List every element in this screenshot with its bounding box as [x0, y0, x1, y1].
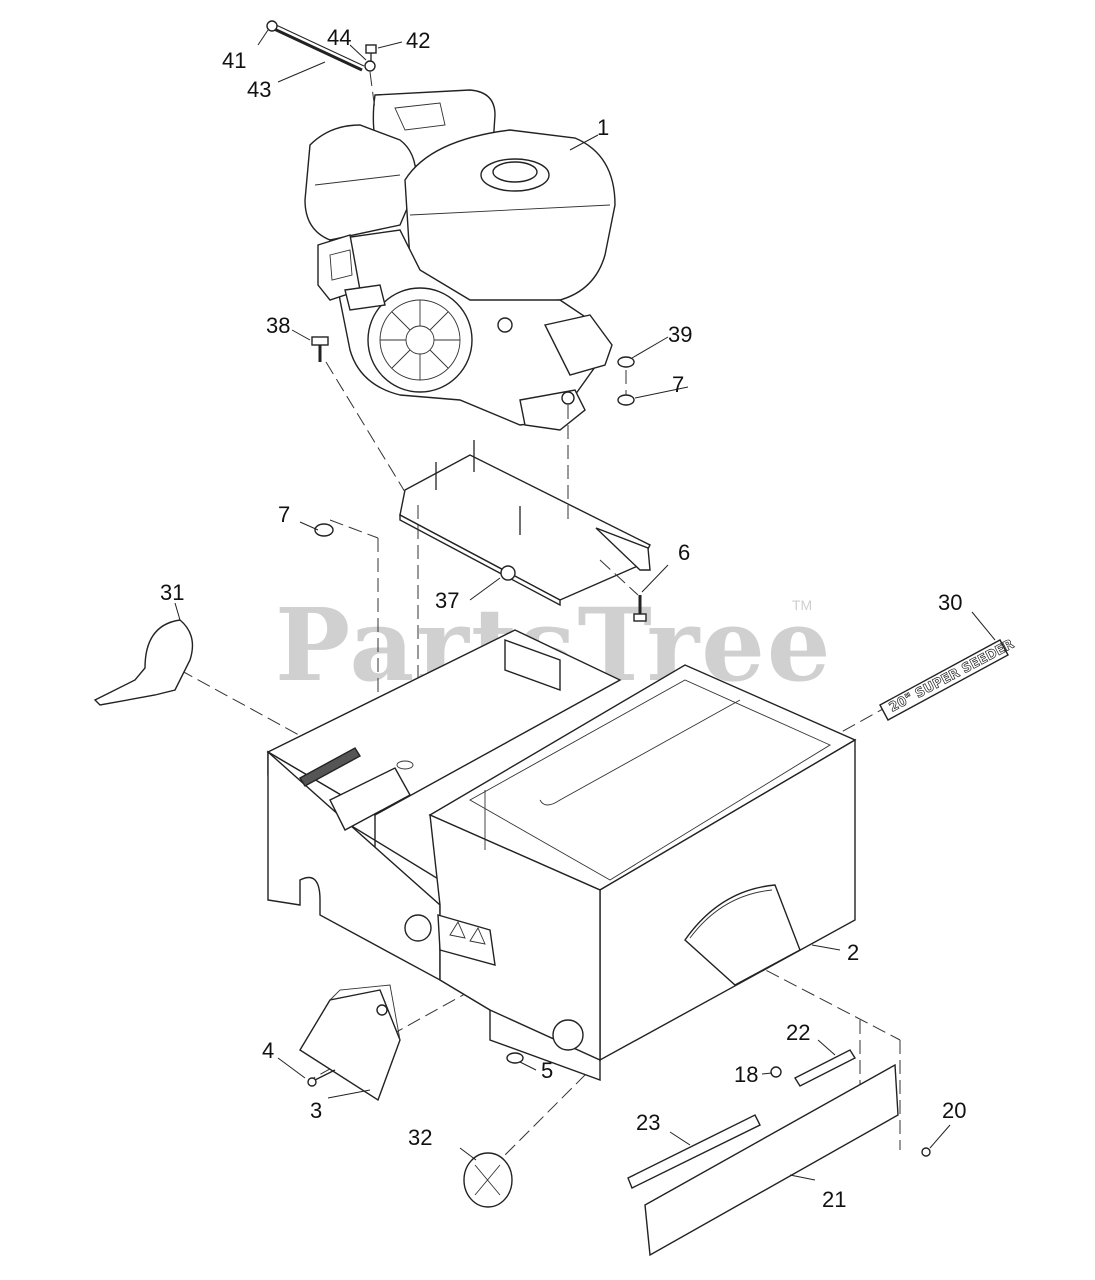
callout-30: 30 [938, 590, 962, 615]
callout-labels: 1 2 3 4 5 6 7 7 18 20 21 22 23 30 31 32 … [160, 25, 966, 1212]
callout-18: 18 [734, 1062, 758, 1087]
callout-31: 31 [160, 580, 184, 605]
nut-7-upper[interactable] [617, 394, 635, 406]
emblem-32[interactable] [463, 1152, 513, 1208]
bar-23[interactable] [627, 1114, 761, 1189]
screw-20[interactable] [921, 1147, 931, 1157]
bolt-6[interactable] [633, 595, 647, 622]
callout-44: 44 [327, 25, 351, 50]
callout-38: 38 [266, 313, 290, 338]
callout-4: 4 [262, 1038, 274, 1063]
leader-lines [174, 29, 996, 1181]
bolt-38[interactable] [311, 336, 329, 362]
engine-linkage-rod[interactable] [266, 20, 365, 72]
plate-21[interactable] [644, 1063, 899, 1257]
bar-22[interactable] [770, 1049, 856, 1087]
bolt-42[interactable] [365, 44, 377, 62]
callout-32: 32 [408, 1125, 432, 1150]
callout-2: 2 [847, 940, 859, 965]
decal-text: 20" SUPER SEEDER [887, 637, 1017, 716]
callout-6: 6 [678, 540, 690, 565]
callout-7-lower: 7 [278, 502, 290, 527]
callout-1: 1 [597, 115, 609, 140]
watermark-trademark: TM [792, 597, 812, 613]
callout-7-upper: 7 [672, 372, 684, 397]
nut-44[interactable] [364, 60, 376, 72]
flap-31[interactable] [93, 619, 194, 706]
callout-23: 23 [636, 1110, 660, 1135]
callout-20: 20 [942, 1098, 966, 1123]
callout-5: 5 [541, 1058, 553, 1083]
engine-mount-plate[interactable] [399, 440, 651, 607]
super-seeder-decal[interactable]: 20" SUPER SEEDER [879, 637, 1017, 721]
seeder-housing[interactable] [266, 629, 857, 1081]
callout-42: 42 [406, 28, 430, 53]
callout-43: 43 [247, 77, 271, 102]
nut-39[interactable] [617, 356, 635, 368]
nut-7-lower[interactable] [314, 523, 334, 537]
callout-21: 21 [822, 1187, 846, 1212]
callout-39: 39 [668, 322, 692, 347]
engine[interactable] [304, 89, 616, 431]
callout-41: 41 [222, 48, 246, 73]
callout-37: 37 [435, 588, 459, 613]
screw-4[interactable] [307, 1069, 336, 1087]
deflector-3[interactable] [299, 984, 401, 1102]
nut-5[interactable] [506, 1052, 524, 1064]
callout-3: 3 [310, 1098, 322, 1123]
callout-22: 22 [786, 1020, 810, 1045]
